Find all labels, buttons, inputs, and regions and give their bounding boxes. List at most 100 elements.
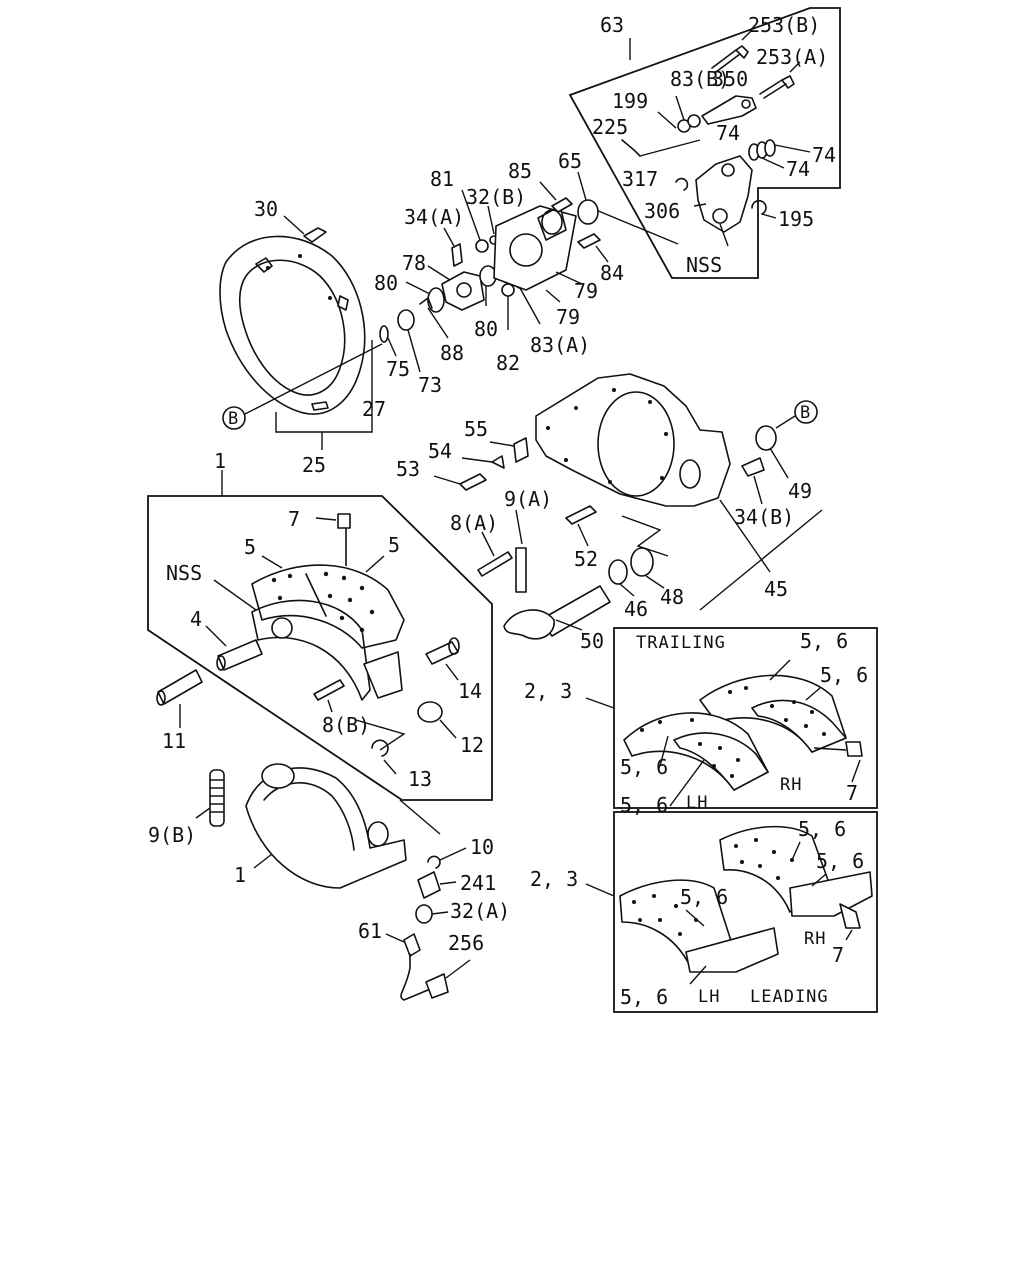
leader-46 [619,583,635,597]
leader-80a [405,281,431,295]
spider-body [535,373,731,507]
label-12: 12 [460,733,484,757]
shoe-box-outline [147,495,493,801]
label-65: 65 [558,149,582,173]
label-56g: 5, 6 [680,885,728,909]
label-rh-trailing: RH [780,775,802,795]
leader-55 [489,441,515,447]
label-79a: 79 [574,279,598,303]
label-56b: 5, 6 [820,663,868,687]
label-11: 11 [162,729,186,753]
leader-1b [253,853,273,869]
label-80b: 80 [474,317,498,341]
leader-56b [805,687,821,701]
washer-46 [608,559,628,585]
bushing-65 [577,199,599,225]
clip-10 [427,855,441,869]
cap-32a [415,904,433,924]
leader-56a [769,659,791,681]
label-49: 49 [788,479,812,503]
label-nss-mid: NSS [166,561,202,585]
marker-b-text: B [228,409,239,429]
bushing-73 [397,309,415,331]
pin-4 [217,639,263,671]
camshaft-50 [503,585,611,640]
shoe-roller-clevis [363,651,403,699]
label-63: 63 [600,13,624,37]
bolt-253b [711,45,749,73]
label-34b: 34(B) [734,505,794,529]
dust-shield-inner [238,259,346,396]
leader-49 [769,447,789,479]
shoe-1-roller-eye [367,821,389,847]
trailing-lining-box [585,627,878,809]
washer-75 [379,325,389,343]
bolt-84 [577,233,601,249]
leader-32a [431,911,449,915]
leader-5b [365,555,385,573]
label-56e: 5, 6 [798,817,846,841]
label-241: 241 [460,871,496,895]
label-27: 27 [362,397,386,421]
ring-74c [764,139,776,157]
lining-5 [251,564,405,649]
pin-8b [313,679,345,701]
bolt-85 [551,197,573,213]
shoe-web-upper [251,599,371,701]
label-88: 88 [440,341,464,365]
label-55: 55 [464,417,488,441]
spring-9b [209,769,225,827]
label-53: 53 [396,457,420,481]
shoe-lh-leading [685,927,779,973]
label-9a: 9(A) [504,487,552,511]
label-75: 75 [386,357,410,381]
leader-13 [383,759,397,775]
bracket-350-hole [741,99,751,109]
leader-50 [555,619,583,631]
bolt-53 [459,473,487,491]
leader-7a [315,517,337,521]
dust-shield-outer [219,235,366,415]
label-83b: 83(B) [670,67,730,91]
label-52: 52 [574,547,598,571]
label-23b: 2, 3 [530,867,578,891]
label-8b: 8(B) [322,713,370,737]
label-56f: 5, 6 [816,849,864,873]
label-1b: 1 [234,863,246,887]
label-5a: 5 [244,535,256,559]
label-83a: 83(A) [530,333,590,357]
label-84: 84 [600,261,624,285]
rivet-7c [839,903,861,929]
label-56c: 5, 6 [620,755,668,779]
label-lh-leading: LH [698,987,720,1007]
leader-5a [261,555,283,569]
leader-32b [487,205,495,235]
leader-10-link [399,799,441,835]
label-46: 46 [624,597,648,621]
label-78: 78 [402,251,426,275]
spring-9b-coils [209,779,225,813]
pin-8a [477,551,513,577]
nut-81 [475,239,489,253]
lever-306-hole [712,208,728,224]
label-nss-top: NSS [686,253,722,277]
label-1a: 1 [214,449,226,473]
leader-81 [461,189,481,241]
assembly-63-group [568,7,841,279]
leader-53 [433,475,461,485]
pin-14-head [448,637,460,655]
bushing-49 [755,425,777,451]
leader-34a [443,227,455,247]
label-81: 81 [430,167,454,191]
housing-78 [441,271,485,311]
label-350: 350 [712,67,748,91]
label-32a: 32(A) [450,899,510,923]
leader-241 [439,881,457,885]
leader-8a [481,531,495,557]
leader-78 [427,265,451,281]
leader-56h [689,965,707,985]
leader-65-link [595,209,679,245]
leader-225 [639,139,701,157]
leader-23b [585,883,615,897]
